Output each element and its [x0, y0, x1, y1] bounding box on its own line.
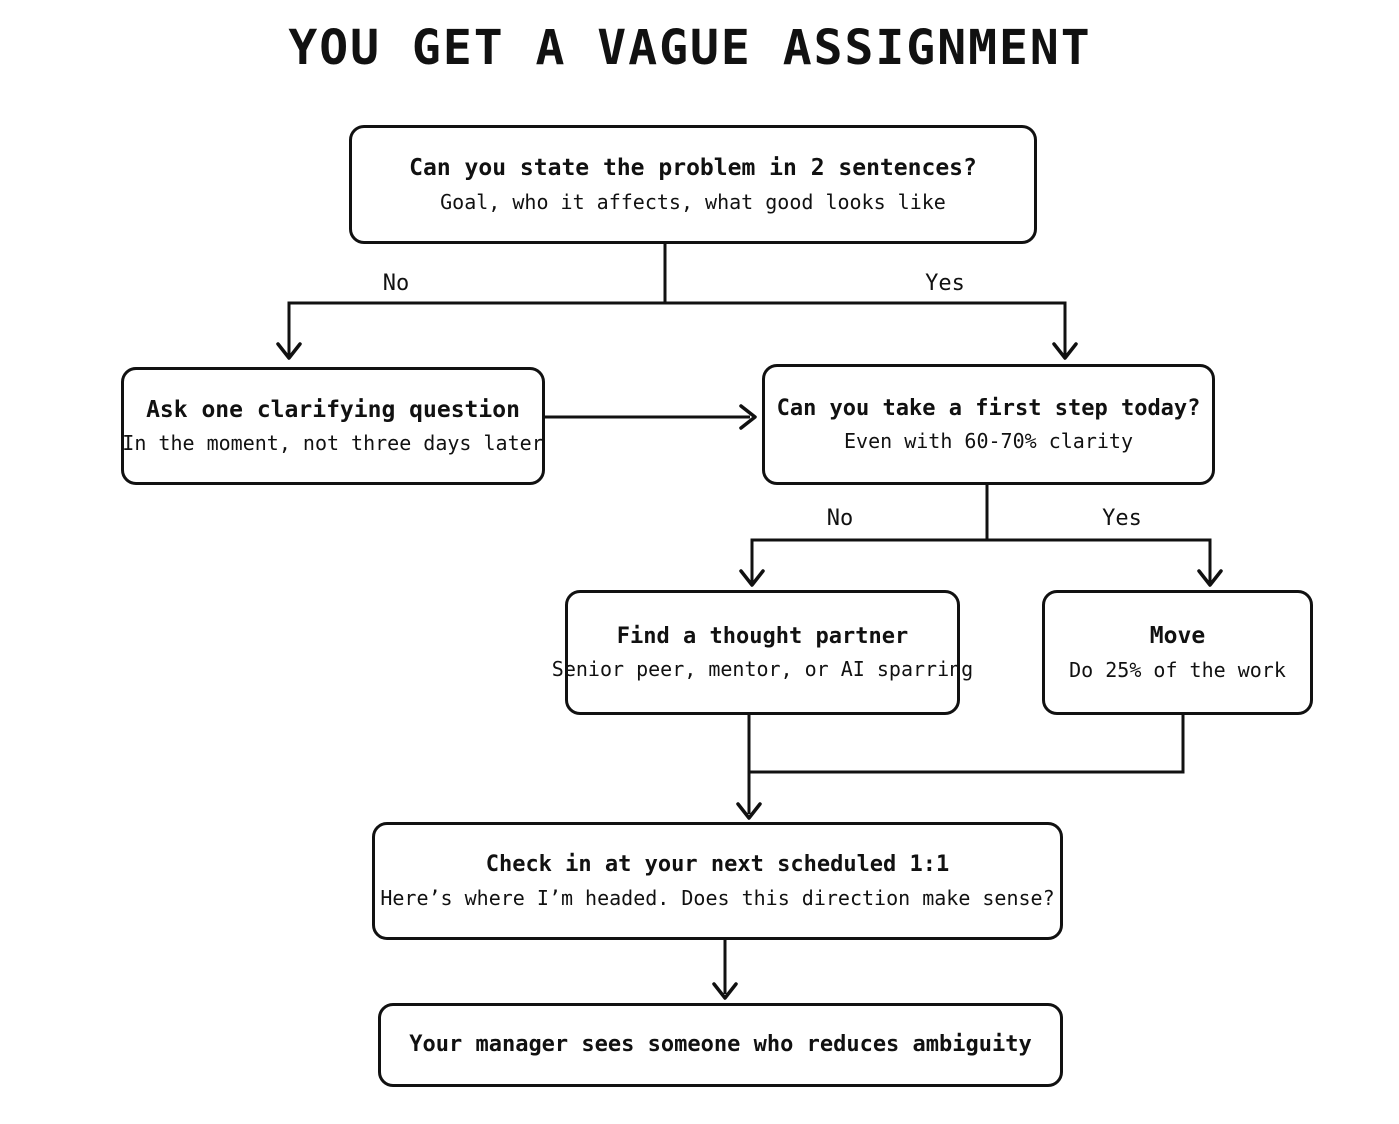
node-move: Move Do 25% of the work	[1042, 590, 1313, 715]
node-root: Can you state the problem in 2 sentences…	[349, 125, 1037, 244]
arrowhead-outcome-icon	[712, 982, 738, 1000]
node-root-subtitle: Goal, who it affects, what good looks li…	[440, 189, 946, 214]
node-clarify-subtitle: In the moment, not three days later	[122, 431, 544, 456]
node-outcome-title: Your manager sees someone who reduces am…	[409, 1031, 1032, 1057]
edges-group	[287, 244, 1212, 994]
node-first-step: Can you take a first step today? Even wi…	[762, 364, 1215, 485]
edge-move-merge	[749, 715, 1185, 774]
node-partner-title: Find a thought partner	[616, 623, 909, 649]
arrowhead-root-yes-icon	[1052, 342, 1078, 360]
node-partner: Find a thought partner Senior peer, ment…	[552, 590, 973, 715]
edge-label-root-yes: Yes	[925, 271, 965, 296]
node-root-title: Can you state the problem in 2 sentences…	[409, 155, 977, 182]
node-checkin-subtitle: Here’s where I’m headed. Does this direc…	[380, 885, 1055, 910]
node-move-title: Move	[1149, 623, 1206, 650]
page-title: YOU GET A VAGUE ASSIGNMENT	[288, 20, 1092, 76]
node-outcome: Your manager sees someone who reduces am…	[378, 1003, 1063, 1087]
node-clarify: Ask one clarifying question In the momen…	[121, 367, 545, 485]
arrowhead-root-no-icon	[276, 342, 302, 360]
node-checkin-title: Check in at your next scheduled 1:1	[485, 852, 950, 878]
node-first-step-subtitle: Even with 60-70% clarity	[844, 429, 1133, 454]
arrowheads-group	[276, 342, 1223, 1000]
arrowhead-merge-icon	[736, 802, 762, 820]
edge-label-step-no: No	[826, 506, 854, 531]
arrowhead-clarify-to-step-icon	[739, 404, 757, 430]
node-first-step-title: Can you take a first step today?	[776, 395, 1201, 421]
node-clarify-title: Ask one clarifying question	[146, 396, 520, 423]
edge-root-branch	[287, 301, 1067, 356]
arrowhead-step-no-icon	[739, 569, 765, 587]
edge-label-root-no: No	[382, 271, 410, 296]
node-partner-subtitle: Senior peer, mentor, or AI sparring	[551, 657, 974, 682]
edge-label-step-yes: Yes	[1102, 506, 1142, 531]
node-checkin: Check in at your next scheduled 1:1 Here…	[372, 822, 1063, 940]
edge-step-branch	[750, 538, 1212, 582]
arrowhead-step-yes-icon	[1197, 569, 1223, 587]
node-move-subtitle: Do 25% of the work	[1069, 657, 1286, 682]
